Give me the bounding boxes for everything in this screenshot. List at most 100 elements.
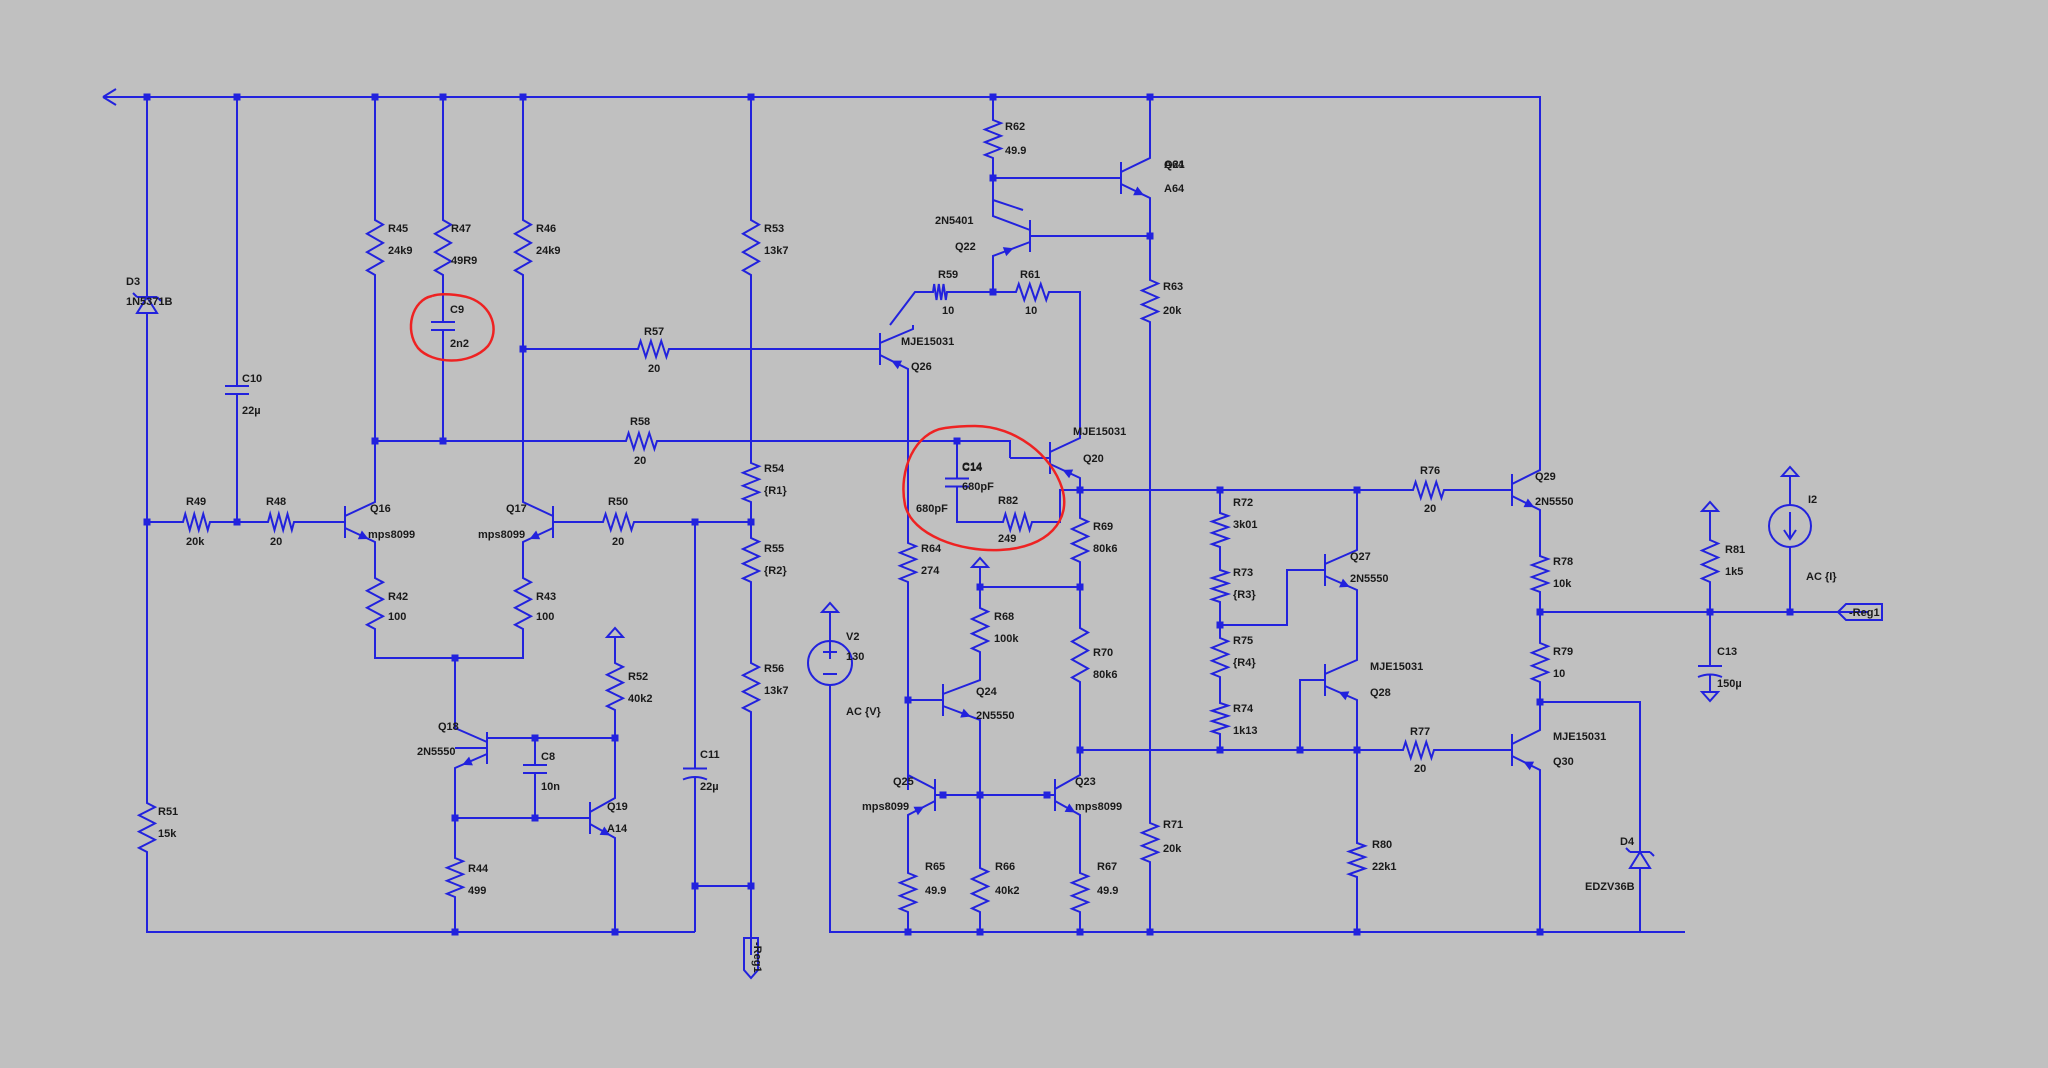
label-q29-ref: Q29 [1535,471,1556,483]
label-c8-ref: C8 [541,751,555,763]
label-r53-value: 13k7 [764,245,788,257]
label-r82-ref: R82 [998,495,1018,507]
label-r75-ref: R75 [1233,635,1253,647]
transistor-q23 [1047,760,1081,862]
label-r50-value: 20 [612,536,624,548]
label-r52-value: 40k2 [628,693,652,705]
label-q26-value: MJE15031 [901,336,954,348]
resistor-r75 [1209,630,1231,685]
label-r62-value: 49.9 [1005,145,1026,157]
wire [889,291,925,326]
resistor-r63 [1139,272,1161,330]
net-flag-reg1-bottom [743,935,759,980]
junction-dot [976,583,984,591]
resistor-r79 [1529,635,1551,690]
label-r63-value: 20k [1163,305,1182,317]
junction-dot [451,814,459,822]
resistor-r71 [1139,815,1161,870]
supply-arrow-r81 [1699,500,1721,512]
label-r48-ref: R48 [266,496,286,508]
label-r77-value: 20 [1414,763,1426,775]
label-d4-ref: D4 [1620,836,1635,848]
label-c9-value: 2n2 [450,338,469,350]
label-r67-value: 49.9 [1097,885,1118,897]
label-q30-value: MJE15031 [1553,731,1606,743]
label-r44-value: 499 [468,885,486,897]
junction-dot [1216,746,1224,754]
junction-dot [519,93,527,101]
label-r61-ref: R61 [1020,269,1040,281]
label-q23-ref: Q23 [1075,776,1096,788]
transistor-q21 [1113,97,1151,236]
label-q20-value: MJE15031 [1073,426,1126,438]
junction-dot [451,928,459,936]
wire [1299,679,1318,750]
transistor-q25 [907,765,943,862]
capacitor-c9 [431,300,455,352]
label-r56-value: 13k7 [764,685,788,697]
wire [956,495,995,523]
junction-dot [451,654,459,662]
junction-dot [1076,928,1084,936]
resistor-r45 [364,212,386,283]
transistor-q28 [1318,640,1358,750]
label-r59-value: 10 [942,305,954,317]
label-r53-ref: R53 [764,223,784,235]
wire [992,178,1024,211]
transistor-q29 [1505,450,1541,535]
label-c10-value: 22µ [242,405,261,417]
highlight-circle-c14-r82 [902,424,1066,552]
label-q19-ref: Q19 [607,801,628,813]
label-r45-ref: R45 [388,223,408,235]
resistor-r78 [1529,548,1551,600]
label-r58-value: 20 [634,455,646,467]
capacitor-c8 [523,738,547,800]
junction-dot [1786,608,1794,616]
label-c14-value: 680pF [916,503,948,515]
label-q21-ref: Q21 [1164,159,1185,171]
resistor-r76 [1405,478,1452,502]
zener-diode-d3 [132,280,162,330]
junction-dot [747,882,755,890]
voltage-source-v2 [807,640,853,686]
label-r69-value: 80k6 [1093,543,1117,555]
label-r65-ref: R65 [925,861,945,873]
junction-dot [233,518,241,526]
transistor-q16 [337,441,376,570]
junction-dot [143,93,151,101]
label-q25-value: mps8099 [862,801,909,813]
label-c11-value: 22µ [700,781,719,793]
label-r50-ref: R50 [608,496,628,508]
resistor-r70 [1069,620,1091,690]
label-c14-ref: C14 [962,461,983,473]
junction-dot [747,93,755,101]
wire [146,860,695,933]
label-r58-ref: R58 [630,416,650,428]
label-r80-ref: R80 [1372,839,1392,851]
junction-dot [1706,608,1714,616]
wire [1540,701,1641,850]
label-r54-value: {R1} [764,485,787,497]
wire [665,440,1011,458]
label-r44-ref: R44 [468,863,489,875]
label-r69-ref: R69 [1093,521,1113,533]
resistor-r50 [595,510,642,534]
label-r59-ref: R59 [938,269,958,281]
label-q29-value: 2N5550 [1535,496,1574,508]
transistor-q27 [1318,490,1358,620]
resistor-r61 [1008,280,1057,304]
junction-dot [904,928,912,936]
label-r52-ref: R52 [628,671,648,683]
label-r71-ref: R71 [1163,819,1183,831]
resistor-r59 [925,283,955,301]
label-q27-ref: Q27 [1350,551,1371,563]
highlight-marks [409,293,1066,552]
current-source-i2 [1768,504,1812,548]
net-label-reg1-right: -Reg1 [1849,607,1880,619]
label-r76-ref: R76 [1420,465,1440,477]
label-r54-ref: R54 [764,463,785,475]
junction-dot [519,345,527,353]
resistor-r69 [1069,510,1091,570]
resistor-r53 [740,212,762,283]
